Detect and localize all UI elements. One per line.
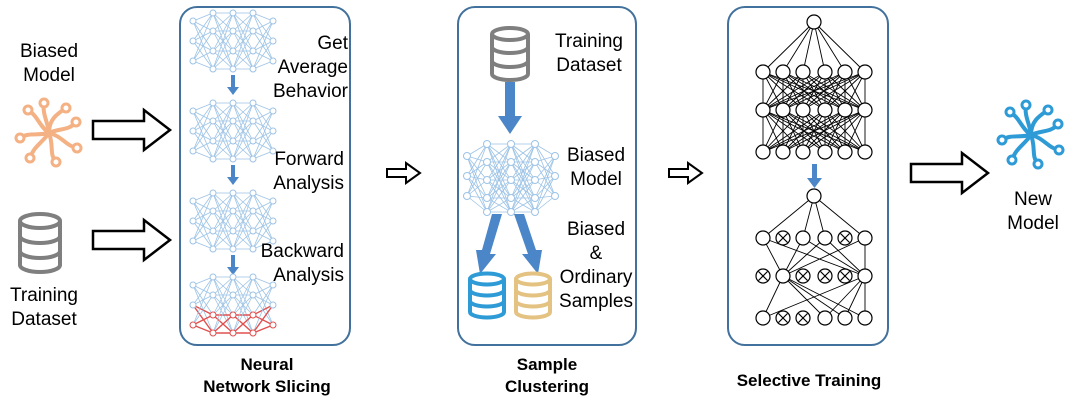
slicing-step-arrow-3	[227, 255, 239, 275]
network-slicing-caption-line2: Network Slicing	[203, 377, 331, 396]
clustering-dataset-label: Training Dataset	[548, 30, 630, 78]
sample-clustering-caption: Sample Clustering	[494, 354, 600, 398]
slicing-networks	[189, 9, 277, 337]
clustering-model-label-line2: Model	[570, 169, 622, 190]
clustering-model-label-line1: Biased	[566, 145, 626, 166]
selective-training-panel	[727, 6, 889, 346]
clustering-dataset-label-line2: Dataset	[556, 55, 622, 76]
training-dataset-label-line2: Dataset	[11, 309, 77, 330]
network-slicing-caption-line1: Neural	[240, 355, 294, 374]
clustering-samples-label-line2: &	[589, 243, 603, 264]
flow-arrow-1	[386, 161, 422, 185]
clustering-arrow-down	[498, 82, 522, 134]
network-slicing-caption: Neural Network Slicing	[200, 354, 334, 398]
biased-model-label: Biased Model	[14, 40, 84, 88]
selective-training-caption: Selective Training	[724, 370, 894, 392]
clustering-samples-label-line3: Ordinary	[559, 267, 633, 288]
slicing-step-average-line2: Average	[277, 57, 348, 78]
slicing-step-backward-line2: Analysis	[273, 265, 344, 286]
dense-network	[755, 14, 873, 160]
flow-arrow-2	[668, 161, 704, 185]
slicing-step-forward-line2: Analysis	[273, 173, 344, 194]
selective-training-networks	[755, 14, 873, 326]
slicing-step-arrow-1	[227, 75, 239, 95]
clustering-samples-label: Biased & Ordinary Samples	[556, 218, 636, 314]
clustering-samples-label-line1: Biased	[566, 219, 626, 240]
slicing-step-average-line3: Behavior	[273, 81, 348, 102]
slicing-step-backward-line1: Backward	[260, 241, 344, 262]
slicing-step-forward-label: Forward Analysis	[258, 148, 344, 196]
clustering-dataset-database-icon	[490, 26, 530, 82]
biased-model-label-line2: Model	[23, 65, 75, 86]
new-model-label-line1: New	[1013, 189, 1052, 210]
clustering-samples-label-line4: Samples	[559, 291, 633, 312]
slicing-network-2	[189, 99, 277, 163]
sparse-network	[755, 188, 873, 326]
input-model-arrow	[91, 107, 173, 153]
sample-clustering-caption-line1: Sample	[516, 355, 578, 374]
training-dataset-database-icon	[18, 212, 62, 274]
training-dataset-label: Training Dataset	[4, 284, 84, 332]
slicing-network-3	[189, 189, 277, 253]
slicing-network-4	[189, 273, 277, 337]
new-model-label-line2: Model	[1007, 213, 1059, 234]
ordinary-samples-database-icon	[514, 271, 552, 320]
selective-training-caption-text: Selective Training	[736, 371, 882, 390]
output-arrow	[909, 150, 991, 196]
clustering-model-label: Biased Model	[560, 144, 632, 192]
slicing-step-forward-line1: Forward	[274, 149, 344, 170]
input-dataset-arrow	[91, 217, 173, 263]
slicing-step-average-label: Get Average Behavior	[258, 32, 348, 104]
new-model-label: New Model	[1000, 188, 1066, 236]
biased-samples-database-icon	[468, 271, 506, 320]
clustering-network	[463, 140, 559, 216]
slicing-network-1	[189, 9, 277, 73]
new-model-icon	[996, 99, 1065, 170]
clustering-split-arrows	[476, 214, 542, 274]
clustering-biased-network	[463, 140, 559, 216]
biased-model-label-line1: Biased	[19, 41, 79, 62]
clustering-dataset-label-line1: Training	[555, 31, 623, 52]
biased-model-icon	[14, 97, 83, 168]
slicing-step-backward-label: Backward Analysis	[248, 240, 344, 288]
slicing-step-average-line1: Get	[317, 33, 348, 54]
training-arrow-down	[807, 164, 822, 188]
training-dataset-label-line1: Training	[10, 285, 78, 306]
sample-clustering-caption-line2: Clustering	[504, 377, 590, 396]
slicing-step-arrow-2	[227, 165, 239, 185]
